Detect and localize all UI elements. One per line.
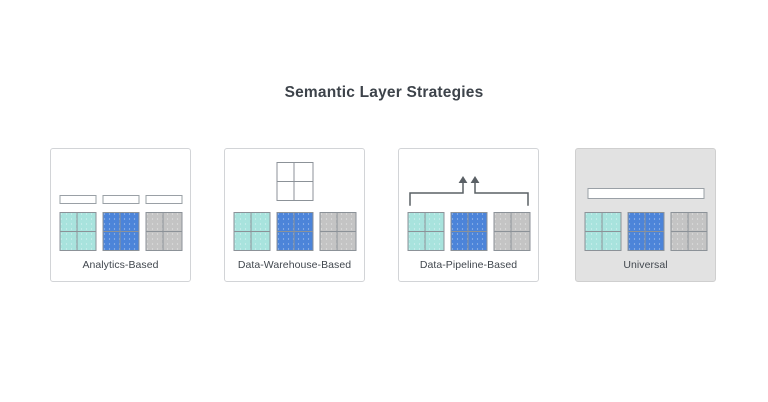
block-cell: [320, 231, 338, 250]
block-cell: [628, 213, 646, 232]
pipeline-arrows-diagram: [408, 176, 529, 206]
card-visual-data-pipeline-based: [399, 149, 538, 251]
block-cell: [671, 231, 689, 250]
card-label-analytics-based: Analytics-Based: [82, 259, 159, 271]
block-cell: [252, 232, 270, 251]
semantic-layer-white-block: [276, 162, 313, 201]
block-cell: [251, 213, 269, 232]
block-cell: [468, 213, 486, 232]
pipeline-arrowhead-right-icon: [470, 176, 479, 183]
data-source-teal-block: [233, 212, 270, 251]
tool-bar-row: [59, 195, 182, 204]
block-cell: [121, 232, 139, 251]
block-cell: [277, 181, 295, 200]
data-source-blue-block: [627, 212, 664, 251]
strategy-card-data-pipeline-based[interactable]: Data-Pipeline-Based: [398, 148, 539, 282]
block-cell: [494, 213, 512, 232]
block-cell: [234, 231, 252, 250]
card-label-data-pipeline-based: Data-Pipeline-Based: [419, 259, 518, 271]
data-source-gray-block: [319, 212, 356, 251]
block-cell: [295, 232, 313, 251]
block-cell: [78, 232, 96, 251]
block-cell: [60, 231, 78, 250]
tool-bar-3: [145, 195, 182, 204]
block-cell: [234, 213, 252, 232]
block-cell: [671, 213, 689, 232]
block-cell: [689, 232, 707, 251]
page-title: Semantic Layer Strategies: [284, 84, 484, 101]
universal-semantic-layer-bar: [587, 188, 704, 199]
data-source-row: [407, 212, 530, 251]
block-cell: [603, 232, 621, 251]
tool-bar-1: [59, 195, 96, 204]
block-cell: [103, 231, 121, 250]
block-cell: [320, 213, 338, 232]
block-cell: [120, 213, 138, 232]
pipeline-arrow-left-path: [408, 179, 464, 206]
block-cell: [511, 213, 529, 232]
data-source-blue-block: [276, 212, 313, 251]
block-cell: [425, 213, 443, 232]
block-cell: [451, 231, 469, 250]
block-cell: [60, 213, 78, 232]
data-source-gray-block: [145, 212, 182, 251]
block-cell: [295, 182, 313, 201]
block-cell: [688, 213, 706, 232]
data-source-blue-block: [102, 212, 139, 251]
block-cell: [494, 231, 512, 250]
strategy-card-universal[interactable]: Universal: [575, 148, 716, 282]
pipeline-arrowhead-left-icon: [458, 176, 467, 183]
block-cell: [277, 231, 295, 250]
data-source-teal-block: [584, 212, 621, 251]
block-cell: [277, 213, 295, 232]
block-cell: [408, 231, 426, 250]
data-source-gray-block: [670, 212, 707, 251]
block-cell: [426, 232, 444, 251]
block-cell: [146, 231, 164, 250]
tool-bar-2: [102, 195, 139, 204]
strategy-cards-row: Analytics-Based: [50, 148, 718, 284]
pipeline-arrow-right-path: [473, 179, 529, 206]
block-cell: [628, 231, 646, 250]
block-cell: [337, 213, 355, 232]
block-cell: [163, 213, 181, 232]
data-source-teal-block: [59, 212, 96, 251]
block-cell: [77, 213, 95, 232]
strategy-card-analytics-based[interactable]: Analytics-Based: [50, 148, 191, 282]
semantic-layer-block-wrapper: [276, 162, 313, 201]
block-cell: [338, 232, 356, 251]
block-cell: [645, 213, 663, 232]
data-source-blue-block: [450, 212, 487, 251]
data-source-row: [59, 212, 182, 251]
block-cell: [585, 213, 603, 232]
block-cell: [164, 232, 182, 251]
card-visual-universal: [576, 149, 715, 251]
block-cell: [294, 213, 312, 232]
data-source-gray-block: [493, 212, 530, 251]
block-cell: [469, 232, 487, 251]
block-cell: [451, 213, 469, 232]
data-source-teal-block: [407, 212, 444, 251]
block-cell: [146, 213, 164, 232]
block-cell: [585, 231, 603, 250]
strategy-card-data-warehouse-based[interactable]: Data-Warehouse-Based: [224, 148, 365, 282]
block-cell: [408, 213, 426, 232]
block-cell: [294, 163, 312, 182]
card-visual-analytics-based: [51, 149, 190, 251]
block-cell: [602, 213, 620, 232]
data-source-row: [584, 212, 707, 251]
block-cell: [103, 213, 121, 232]
card-visual-data-warehouse-based: [225, 149, 364, 251]
block-cell: [512, 232, 530, 251]
block-cell: [277, 163, 295, 182]
data-source-row: [233, 212, 356, 251]
block-cell: [646, 232, 664, 251]
card-label-universal: Universal: [623, 259, 668, 271]
card-label-data-warehouse-based: Data-Warehouse-Based: [237, 259, 352, 271]
